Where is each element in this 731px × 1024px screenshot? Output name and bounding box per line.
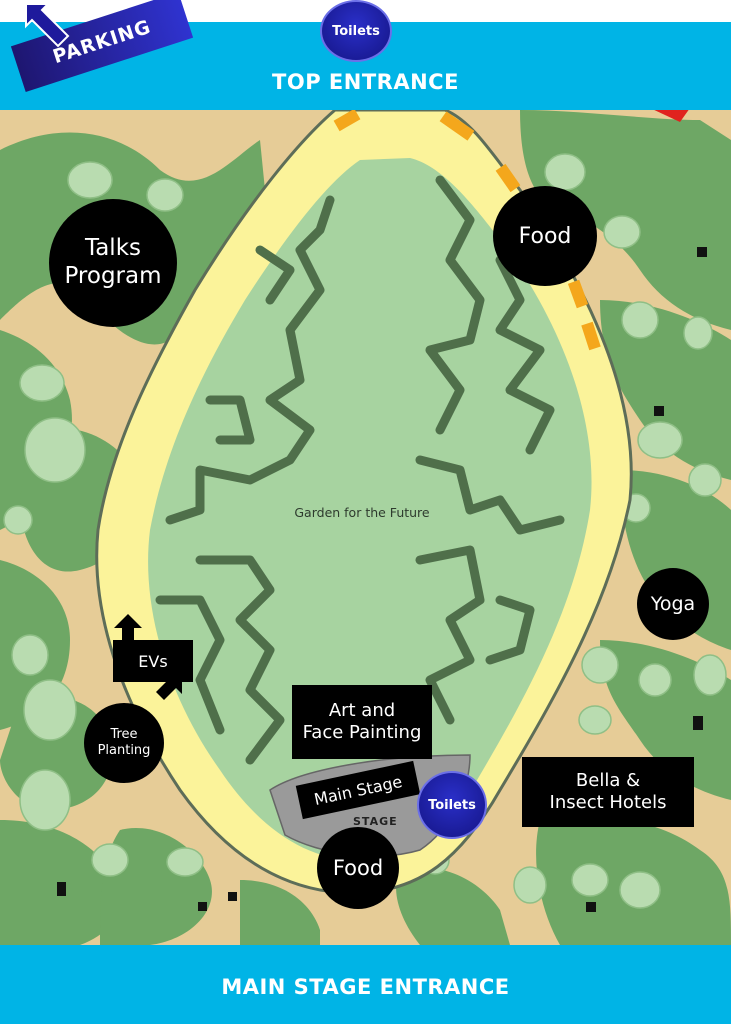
evs-label: EVs xyxy=(138,651,168,671)
hedge-lines xyxy=(155,175,565,765)
garden-area xyxy=(148,158,592,861)
food-top-marker[interactable]: Food xyxy=(493,186,597,286)
top-entrance-label: TOP ENTRANCE xyxy=(272,70,459,94)
yoga-marker[interactable]: Yoga xyxy=(637,568,709,640)
toilets-top-marker[interactable]: Toilets xyxy=(320,0,392,62)
toilets-stage-marker[interactable]: Toilets xyxy=(417,771,487,839)
arrow-up-left-icon xyxy=(25,3,70,48)
corner-accent xyxy=(650,108,690,122)
bella-insect-hotels-label: Bella & Insect Hotels xyxy=(549,770,667,813)
stall-markers xyxy=(333,108,601,351)
food-top-label: Food xyxy=(518,223,572,249)
tree-planting-marker[interactable]: Tree Planting xyxy=(84,703,164,783)
tree-planting-label: Tree Planting xyxy=(97,727,151,758)
garden-for-the-future-label: Garden for the Future xyxy=(294,505,430,520)
yoga-label: Yoga xyxy=(650,593,696,615)
food-bottom-marker[interactable]: Food xyxy=(317,827,399,909)
main-stage-entrance-label: MAIN STAGE ENTRANCE xyxy=(221,975,510,999)
food-bottom-label: Food xyxy=(332,856,384,880)
art-face-painting-marker[interactable]: Art and Face Painting xyxy=(292,685,432,759)
main-stage-entrance-banner: MAIN STAGE ENTRANCE xyxy=(0,945,731,1024)
bin-markers xyxy=(57,247,707,912)
toilets-top-label: Toilets xyxy=(332,23,380,39)
art-face-painting-label: Art and Face Painting xyxy=(302,700,422,743)
talks-program-label: Talks Program xyxy=(64,235,162,289)
evs-marker[interactable]: EVs xyxy=(113,640,193,682)
talks-program-marker[interactable]: Talks Program xyxy=(49,199,177,327)
stage-sign: STAGE xyxy=(353,815,398,828)
bella-insect-hotels-marker[interactable]: Bella & Insect Hotels xyxy=(522,757,694,827)
ev-direction-arrows-icon xyxy=(114,614,182,700)
shrub-ovals xyxy=(3,153,727,909)
toilets-stage-label: Toilets xyxy=(428,797,476,813)
